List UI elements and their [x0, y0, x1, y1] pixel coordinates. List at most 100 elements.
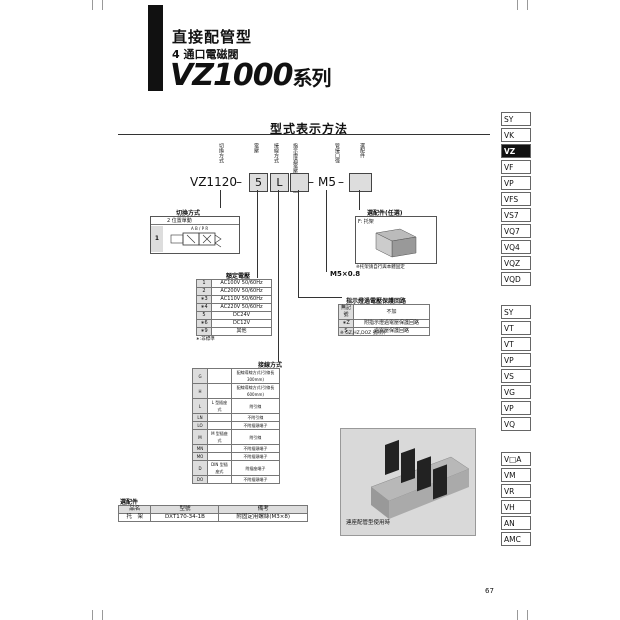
entry-group — [207, 368, 232, 384]
crop-mark — [527, 610, 528, 620]
side-tab-vr[interactable]: VR — [501, 484, 531, 498]
side-tab-vq7[interactable]: VQ7 — [501, 224, 531, 238]
side-tab-vqz[interactable]: VQZ — [501, 256, 531, 270]
page-number: 67 — [485, 587, 494, 595]
side-tab-vt[interactable]: VT — [501, 337, 531, 351]
entry-value: 附引線 — [230, 398, 281, 414]
side-tab-vp[interactable]: VP — [501, 353, 531, 367]
side-tab-vq4[interactable]: VQ4 — [501, 240, 531, 254]
dash: – — [338, 175, 344, 189]
section-title: 型式表示方法 — [270, 122, 349, 136]
leader-line — [298, 297, 342, 298]
side-tab-vm[interactable]: VM — [501, 468, 531, 482]
side-tab-an[interactable]: AN — [501, 516, 531, 530]
voltage-code: 2 — [196, 287, 212, 296]
entry-code: MO — [192, 452, 208, 461]
side-tab-vk[interactable]: VK — [501, 128, 531, 142]
entry-group — [207, 413, 232, 422]
port-letters: A B / P R — [191, 226, 209, 231]
leader-line — [298, 190, 299, 298]
crop-mark — [92, 0, 93, 10]
option-box: F: 托架 — [355, 216, 437, 264]
bracket-icon — [375, 228, 417, 258]
side-tab-vqd[interactable]: VQD — [501, 272, 531, 286]
indicator-code: 無記號 — [338, 304, 354, 320]
leader-line — [326, 190, 327, 272]
column-header: 備考 — [218, 505, 308, 514]
side-tab-va[interactable]: V□A — [501, 452, 531, 466]
entry-group — [207, 421, 232, 430]
option-note: ※托架請自行與本體固定 — [356, 265, 405, 270]
option-title: 選配件(任選) — [367, 210, 403, 217]
entry-group: L 型插座式 — [207, 398, 232, 414]
table-header-row: 品名型號備考 — [117, 505, 308, 514]
side-tab-vh[interactable]: VH — [501, 500, 531, 514]
model-box-option — [349, 173, 372, 192]
voltage-code: ∗4 — [196, 303, 212, 312]
entry-title: 接線方式 — [258, 362, 283, 369]
crop-mark — [92, 610, 93, 620]
side-tab-vs7[interactable]: VS7 — [501, 208, 531, 222]
voltage-value: DC24V — [211, 311, 272, 320]
table-cell: DXT170-34-1B — [150, 513, 220, 522]
model-box-voltage: 5 — [249, 173, 268, 192]
crop-mark — [527, 0, 528, 10]
table-row: 無記號不加 — [338, 304, 430, 320]
side-tab-sy[interactable]: SY — [501, 112, 531, 126]
option-row: F: 托架 — [358, 219, 374, 225]
header-bar — [148, 5, 163, 91]
voltage-note: ∗:非標準 — [196, 337, 215, 342]
side-tab-vq[interactable]: VQ — [501, 417, 531, 431]
side-tab-vs[interactable]: VS — [501, 369, 531, 383]
side-tab-vfs[interactable]: VFS — [501, 192, 531, 206]
column-header: 型號 — [150, 505, 220, 514]
series-code: VZ1000 — [170, 58, 293, 93]
label-voltage: 電壓 — [253, 143, 259, 153]
series-suffix: 系列 — [292, 66, 331, 90]
entry-code: G — [192, 368, 208, 384]
entry-code: MN — [192, 444, 208, 453]
label-indicator: 指示燈過電壓保護回路 — [292, 143, 298, 193]
side-tab-vg[interactable]: VG — [501, 385, 531, 399]
switch-title: 切換方式 — [176, 210, 201, 217]
table-row: G 配線導線方式(引線長 300mm) — [192, 368, 281, 384]
valve-symbol-icon — [170, 232, 222, 248]
dash: – — [236, 175, 242, 189]
leader-line — [257, 190, 258, 278]
switch-table: 2 位置單動 1 A B / P R — [150, 216, 240, 254]
side-tab-vf[interactable]: VF — [501, 160, 531, 174]
entry-value: 不附插頭端子 — [230, 475, 281, 484]
entry-value: 附插座端子 — [230, 460, 281, 476]
side-tab-vt[interactable]: VT — [501, 321, 531, 335]
leader-line — [359, 190, 360, 210]
entry-group — [207, 452, 232, 461]
entry-value: 不附插頭端子 — [230, 421, 281, 430]
entry-value: 配線導線方式(引線長 300mm) — [230, 368, 281, 384]
entry-value: 不附插頭端子 — [230, 444, 281, 453]
side-tab-sy[interactable]: SY — [501, 305, 531, 319]
table-cell: 附固定用螺絲(M3×8) — [218, 513, 308, 522]
leader-line — [220, 190, 221, 208]
side-tab-amc[interactable]: AMC — [501, 532, 531, 546]
header-title: 直接配管型 — [172, 28, 253, 46]
side-tab-vp[interactable]: VP — [501, 176, 531, 190]
product-photo — [340, 428, 476, 536]
indicator-note: ※ GZ,HZ,DOZ 號除外 — [340, 331, 387, 336]
side-tab-vp[interactable]: VP — [501, 401, 531, 415]
side-tab-vz[interactable]: VZ — [501, 144, 531, 158]
